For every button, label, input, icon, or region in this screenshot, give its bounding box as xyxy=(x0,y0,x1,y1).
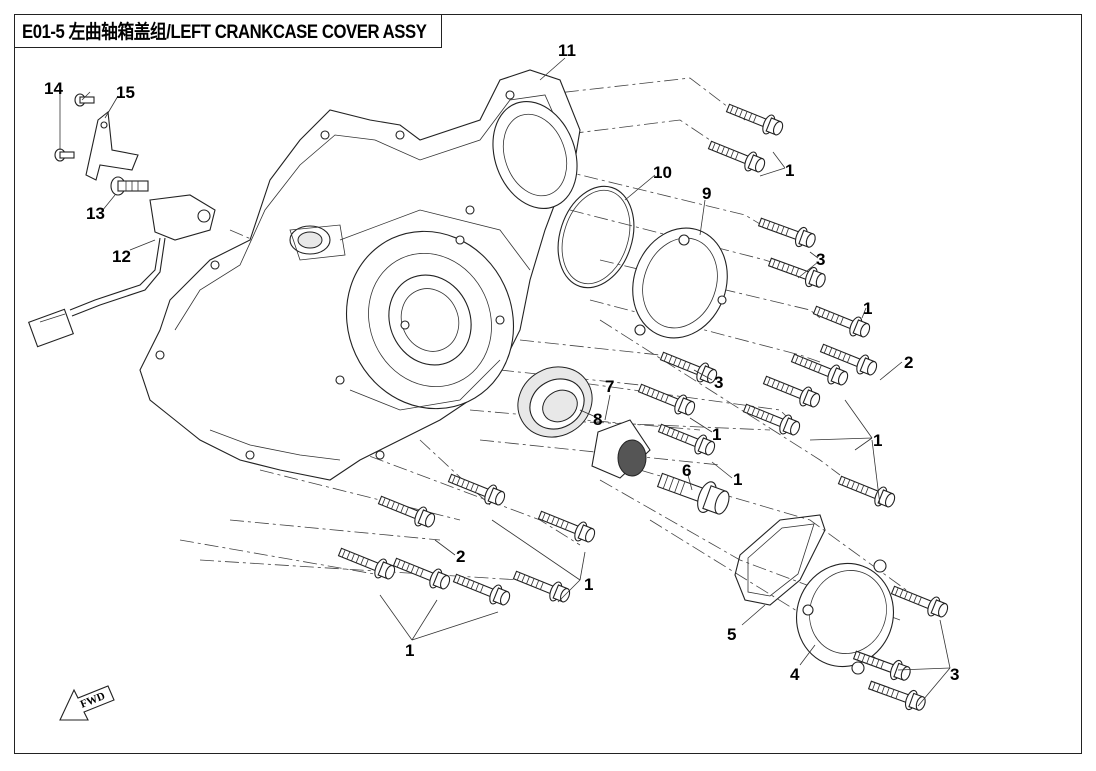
callout-1g: 1 xyxy=(405,641,414,660)
callout-13: 13 xyxy=(86,204,105,223)
callout-10: 10 xyxy=(653,163,672,182)
callout-3a: 3 xyxy=(816,250,825,269)
crankcase-cover xyxy=(139,69,581,481)
title-box: E01-5 左曲轴箱盖组/LEFT CRANKCASE COVER ASSY xyxy=(14,14,442,48)
callout-12: 12 xyxy=(112,247,131,266)
bolt-6 xyxy=(656,472,730,515)
o-ring-10 xyxy=(557,185,635,289)
callout-1e: 1 xyxy=(733,470,742,489)
bearing-8 xyxy=(517,366,593,438)
callout-1b: 1 xyxy=(863,299,872,318)
callout-11: 11 xyxy=(558,41,576,60)
callout-labels: 11 10 9 1 3 1 2 3 1 1 1 7 8 6 2 1 1 5 4 … xyxy=(44,41,959,684)
callout-2a: 2 xyxy=(904,353,913,372)
forward-arrow-icon: FWD xyxy=(59,685,115,721)
gasket-5 xyxy=(734,514,826,606)
callout-9: 9 xyxy=(702,184,711,203)
callout-1d: 1 xyxy=(873,431,882,450)
filter-cover-9 xyxy=(632,227,728,339)
crankcase-cover-4 xyxy=(795,559,895,675)
callout-1f: 1 xyxy=(584,575,593,594)
leader-lines xyxy=(59,57,951,707)
callout-7: 7 xyxy=(605,377,614,396)
bolt-13 xyxy=(110,176,149,196)
callout-1c: 1 xyxy=(712,425,721,444)
callout-4: 4 xyxy=(790,665,800,684)
bracket-15 xyxy=(85,110,139,181)
callout-8: 8 xyxy=(593,410,602,429)
bushing-7 xyxy=(591,419,651,479)
callout-6: 6 xyxy=(682,461,691,480)
sensor-12 xyxy=(27,194,216,348)
callout-3c: 3 xyxy=(950,665,959,684)
callout-1a: 1 xyxy=(785,161,794,180)
screw-14a xyxy=(74,93,95,107)
callout-14: 14 xyxy=(44,79,63,98)
diagram-frame xyxy=(14,14,1082,754)
callout-3b: 3 xyxy=(714,373,723,392)
screw-14b xyxy=(54,148,75,162)
diagram-title: E01-5 左曲轴箱盖组/LEFT CRANKCASE COVER ASSY xyxy=(22,22,427,43)
callout-2b: 2 xyxy=(456,547,465,566)
callout-15: 15 xyxy=(116,83,135,102)
callout-5: 5 xyxy=(727,625,736,644)
